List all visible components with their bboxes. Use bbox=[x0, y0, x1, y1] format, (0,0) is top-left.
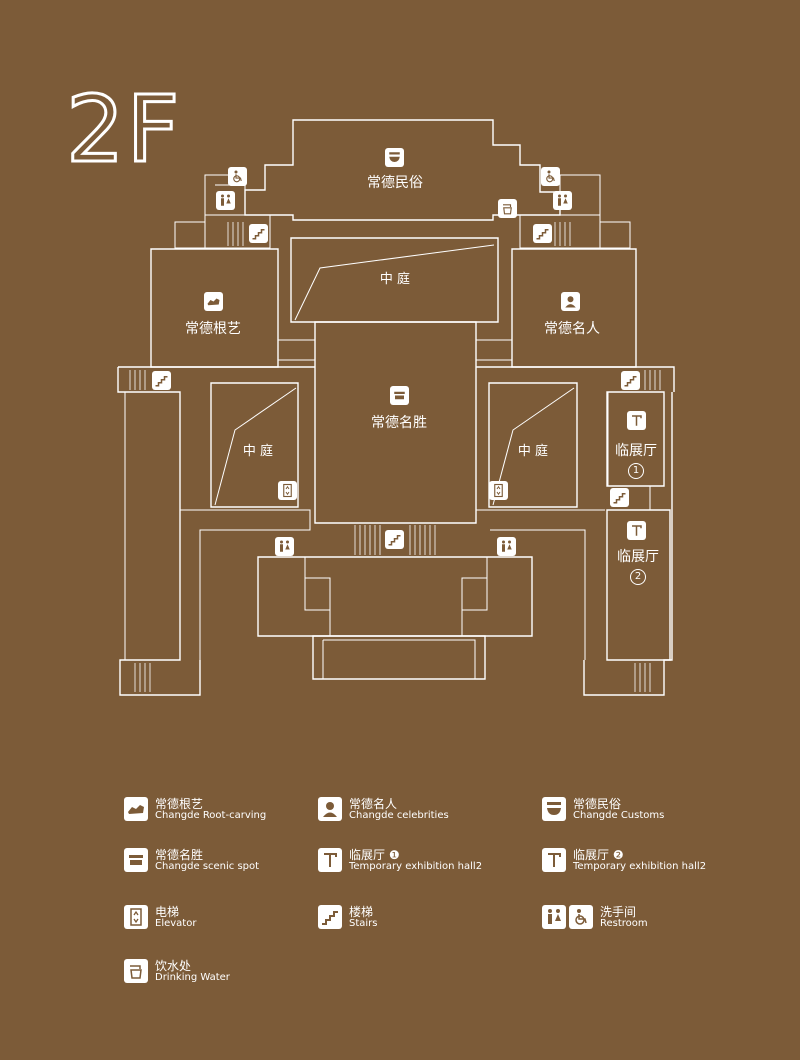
room-celebrities-label: 常德名人 bbox=[544, 321, 600, 337]
stairs-icon-left bbox=[152, 371, 171, 390]
room-courtyard-right-label: 中 庭 bbox=[517, 444, 549, 459]
restroom-icon-bottom-right bbox=[497, 537, 516, 556]
temp-hall-2-name: 临展厅 bbox=[617, 549, 659, 565]
legend-customs-cn: 常德民俗 bbox=[573, 797, 622, 811]
person-icon bbox=[318, 797, 342, 821]
wheelchair-icon-left bbox=[228, 167, 247, 186]
room-temp-hall-2-label: 临展厅 2 bbox=[617, 548, 659, 585]
restroom-legend-icon bbox=[542, 905, 566, 929]
legend-scenic-en: Changde scenic spot bbox=[155, 861, 260, 872]
legend-elevator-cn: 电梯 bbox=[155, 905, 180, 919]
room-temp-hall-1-label: 临展厅 1 bbox=[615, 442, 657, 479]
wheelchair-legend-icon bbox=[569, 905, 593, 929]
stairs-icon-top-left bbox=[249, 224, 268, 243]
room-scenic-label: 常德名胜 bbox=[371, 415, 427, 431]
stairs-icon-right bbox=[621, 371, 640, 390]
legend-elevator-en: Elevator bbox=[155, 918, 197, 929]
elevator-icon-left bbox=[278, 481, 297, 500]
temp-hall-1-name: 临展厅 bbox=[615, 443, 657, 459]
scenic-icon bbox=[390, 386, 409, 405]
restroom-icon-top-right bbox=[553, 191, 572, 210]
wheelchair-icon-right bbox=[541, 167, 560, 186]
temp-hall-2-number: 2 bbox=[630, 569, 646, 585]
restroom-icon-bottom-left bbox=[275, 537, 294, 556]
root-carving-icon bbox=[124, 797, 148, 821]
customs-hall-outline bbox=[244, 119, 561, 221]
legend-restroom-en: Restroom bbox=[600, 918, 648, 929]
stairs-icon-top-right bbox=[533, 224, 552, 243]
rootcarving-icon bbox=[204, 292, 223, 311]
legend-rootcarving-en: Changde Root-carving bbox=[155, 810, 267, 821]
temp-hall-1-legend-icon bbox=[318, 848, 342, 872]
legend-temp1-en: Temporary exhibition hall2 bbox=[349, 861, 483, 872]
stairs-icon-center bbox=[385, 530, 404, 549]
bowl-icon bbox=[542, 797, 566, 821]
legend-temp1-cn: 临展厅 ❶ bbox=[349, 848, 400, 862]
floor-plan bbox=[117, 119, 675, 696]
legend-scenic-cn: 常德名胜 bbox=[155, 848, 204, 862]
elevator-legend-icon bbox=[124, 905, 148, 929]
temp-hall-1-number: 1 bbox=[628, 463, 644, 479]
temp-hall-2-icon bbox=[627, 521, 646, 540]
legend-temp2-en: Temporary exhibition hall2 bbox=[573, 861, 707, 872]
temp-hall-2-legend-icon bbox=[542, 848, 566, 872]
room-courtyard-top-label: 中 庭 bbox=[379, 272, 411, 287]
scenic-spot-icon bbox=[124, 848, 148, 872]
legend-stairs-cn: 楼梯 bbox=[349, 905, 374, 919]
legend-restroom-cn: 洗手间 bbox=[600, 905, 637, 919]
celebrities-icon bbox=[561, 292, 580, 311]
room-customs-label: 常德民俗 bbox=[367, 175, 423, 191]
legend-celebrities-cn: 常德名人 bbox=[349, 797, 398, 811]
temp-hall-1-icon bbox=[627, 411, 646, 430]
legend-temp2-cn: 临展厅 ❷ bbox=[573, 848, 624, 862]
room-rootcarving-label: 常德根艺 bbox=[185, 321, 241, 337]
legend-water-cn: 饮水处 bbox=[155, 959, 192, 973]
room-courtyard-left-label: 中 庭 bbox=[242, 444, 274, 459]
customs-icon bbox=[385, 148, 404, 167]
stairs-legend-icon bbox=[318, 905, 342, 929]
stairs-icon-temp bbox=[610, 488, 629, 507]
floor-label: 2F bbox=[64, 76, 182, 183]
legend-water-en: Drinking Water bbox=[155, 972, 230, 983]
elevator-icon-right bbox=[489, 481, 508, 500]
water-icon bbox=[498, 199, 517, 218]
legend-celebrities-en: Changde celebrities bbox=[349, 810, 449, 821]
water-legend-icon bbox=[124, 959, 148, 983]
restroom-icon-top-left bbox=[216, 191, 235, 210]
legend-rootcarving-cn: 常德根艺 bbox=[155, 797, 204, 811]
legend-customs-en: Changde Customs bbox=[573, 810, 665, 821]
legend-stairs-en: Stairs bbox=[349, 918, 378, 929]
